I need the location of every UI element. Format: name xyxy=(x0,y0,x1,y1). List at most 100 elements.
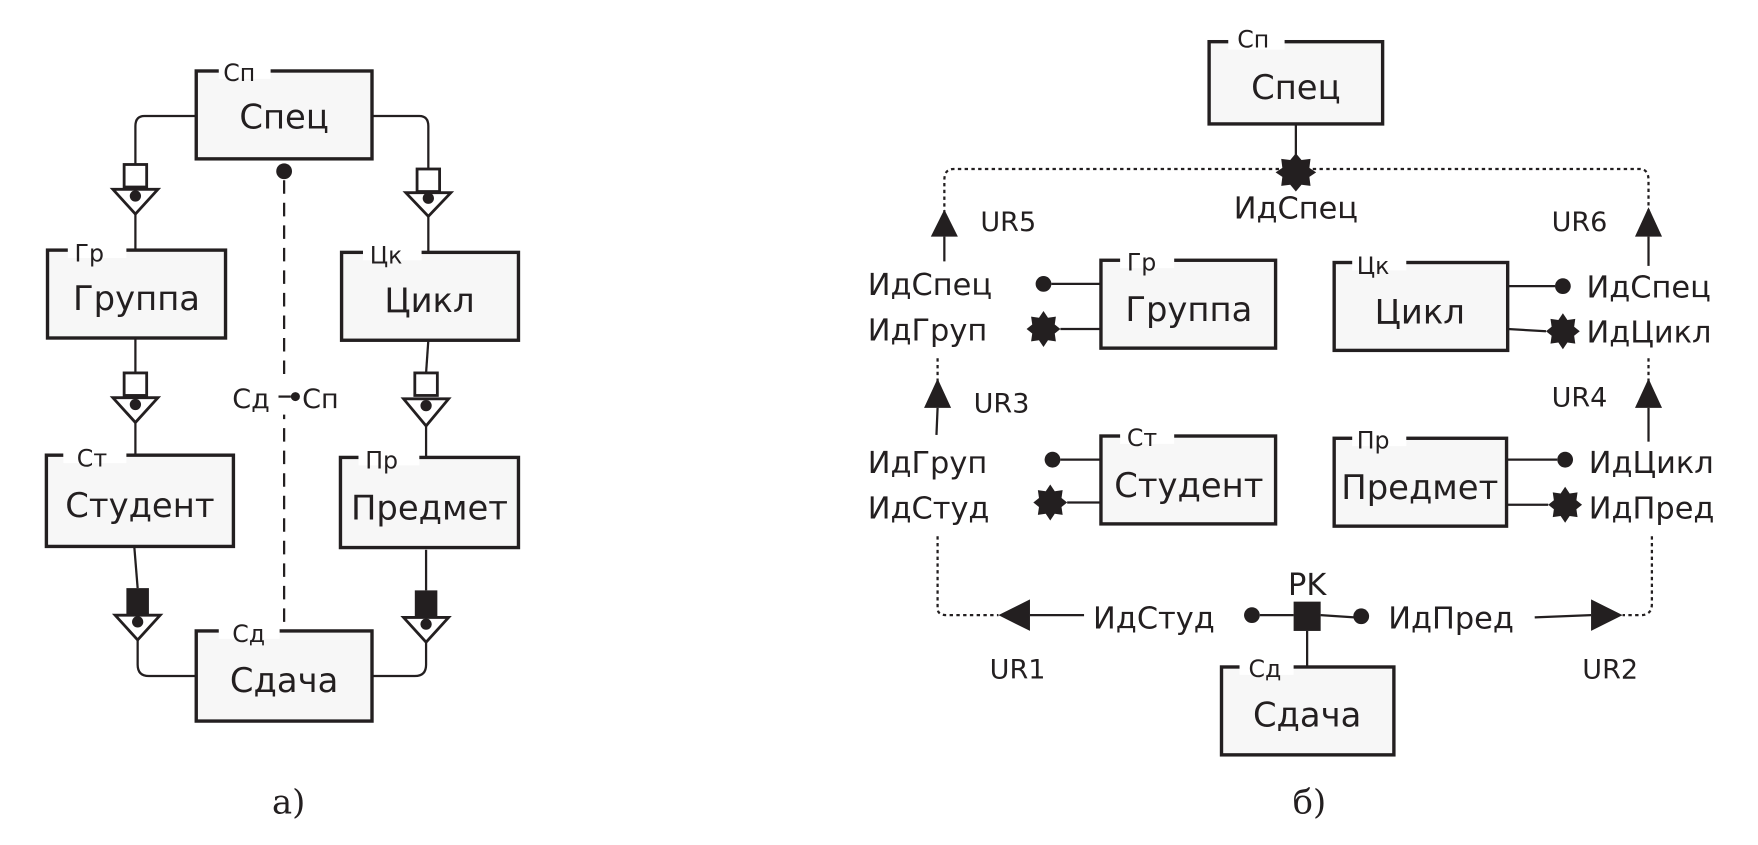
connector-exam-left xyxy=(136,639,197,678)
entity-tag: Цк xyxy=(1357,252,1390,280)
entity-group-b[interactable]: Гр Группа xyxy=(1099,248,1278,350)
connector-spec-cycle xyxy=(372,114,430,169)
link-symbol-group-student xyxy=(109,371,162,425)
attr-exam-subject: ИдПред xyxy=(1388,602,1514,637)
ur2-stem xyxy=(1534,614,1592,619)
entity-name: Студент xyxy=(65,486,214,525)
connector-cycle-subject xyxy=(424,340,430,374)
constraint-dot-icon xyxy=(276,163,293,180)
constraint-label-dot-icon xyxy=(290,392,300,402)
fk-dot-icon xyxy=(1557,451,1574,468)
entity-tag: Сп xyxy=(223,59,255,87)
link-symbol-cycle-subject xyxy=(400,371,452,429)
entity-name: Группа xyxy=(1125,290,1252,329)
entity-tag: Сд xyxy=(232,620,265,648)
caption-b: б) xyxy=(1293,782,1327,821)
fk-dot-icon xyxy=(1044,451,1061,468)
rule-ur5: UR5 xyxy=(980,207,1036,238)
entity-tag: Гр xyxy=(75,239,104,267)
ur5-arrow-icon xyxy=(930,209,958,237)
link-symbol-subject-exam xyxy=(400,590,452,645)
ur1-arrow-icon xyxy=(998,599,1030,631)
ur3-arrow-icon xyxy=(924,378,952,408)
entity-tag: Цк xyxy=(370,242,403,270)
key-star-icon-cycle xyxy=(1545,313,1580,350)
attr-student-fk: ИдГруп xyxy=(868,446,987,481)
entity-tag: Ст xyxy=(77,444,108,472)
entity-cycle-b[interactable]: Цк Цикл xyxy=(1332,252,1510,353)
dotted-link-ur6 xyxy=(1312,167,1650,210)
caption-a: а) xyxy=(272,782,305,821)
dotted-link-ur1 xyxy=(936,536,999,617)
entity-spec[interactable]: Сп Спец xyxy=(194,59,374,161)
attr-group-fk: ИдСпец xyxy=(868,268,992,303)
entity-name: Предмет xyxy=(1341,468,1498,507)
rule-ur1: UR1 xyxy=(990,654,1046,685)
pk-square-icon xyxy=(1293,601,1321,631)
entity-name: Группа xyxy=(73,279,200,318)
fk-dot-icon xyxy=(1353,608,1370,625)
connector-student-exam xyxy=(133,546,139,589)
key-star-icon-group xyxy=(1026,310,1061,348)
entity-name: Сдача xyxy=(1253,696,1361,735)
dotted-link-ur2 xyxy=(1622,536,1654,617)
link-symbol-spec-group xyxy=(109,163,162,217)
entity-name: Цикл xyxy=(1375,292,1465,331)
entity-tag: Пр xyxy=(1357,426,1390,454)
ur4-arrow-icon xyxy=(1634,378,1663,408)
dotted-link-ur5 xyxy=(943,167,1279,212)
entity-name: Спец xyxy=(1251,68,1341,107)
entity-tag: Сп xyxy=(1237,25,1269,53)
rule-ur6: UR6 xyxy=(1552,207,1608,238)
entity-student-b[interactable]: Ст Студент xyxy=(1099,424,1278,526)
entity-cycle[interactable]: Цк Цикл xyxy=(339,242,521,342)
entity-subject[interactable]: Пр Предмет xyxy=(338,447,521,550)
attr-subject-key: ИдПред xyxy=(1589,491,1715,526)
diagram-b: ИдСпец UR5 UR6 ИдСпец ИдГруп ИдСпец ИдЦи… xyxy=(868,25,1715,821)
fk-dot-icon xyxy=(1035,276,1052,292)
attr-spec-key: ИдСпец xyxy=(1234,192,1358,227)
link-symbol-spec-cycle xyxy=(402,167,455,219)
link-symbol-student-exam xyxy=(111,588,164,643)
key-star-icon-spec xyxy=(1275,153,1317,192)
entity-tag: Гр xyxy=(1127,248,1156,276)
entity-name: Сдача xyxy=(230,661,338,700)
key-star-icon-subject xyxy=(1548,486,1583,523)
rule-ur4: UR4 xyxy=(1552,383,1608,414)
entity-spec-b[interactable]: Сп Спец xyxy=(1207,25,1385,126)
connector-spec-group xyxy=(134,114,197,165)
attr-exam-student: ИдСтуд xyxy=(1093,602,1215,637)
fk-dot-icon xyxy=(1244,607,1260,624)
entity-name: Предмет xyxy=(351,488,508,527)
rule-ur2: UR2 xyxy=(1582,654,1638,685)
entity-group[interactable]: Гр Группа xyxy=(45,239,228,340)
entity-student[interactable]: Ст Студент xyxy=(44,444,236,549)
rule-ur3: UR3 xyxy=(974,388,1030,419)
entity-name: Спец xyxy=(239,97,328,136)
attr-group-key: ИдГруп xyxy=(868,313,987,348)
ur3-stem xyxy=(935,407,939,435)
constraint-label-right: Сп xyxy=(302,384,339,415)
ur6-arrow-icon xyxy=(1634,207,1663,237)
attr-cycle-key: ИдЦикл xyxy=(1587,316,1712,351)
attr-cycle-fk: ИдСпец xyxy=(1587,270,1711,305)
key-star-icon-student xyxy=(1033,484,1068,521)
diagram-a: Сд Сп xyxy=(44,59,521,821)
entity-name: Цикл xyxy=(384,281,474,320)
entity-subject-b[interactable]: Пр Предмет xyxy=(1332,426,1509,528)
attr-student-key: ИдСтуд xyxy=(868,491,990,526)
attr-connector xyxy=(1320,614,1355,619)
attr-connector xyxy=(1507,327,1547,333)
entity-tag: Ст xyxy=(1127,424,1158,452)
fk-dot-icon xyxy=(1555,278,1571,295)
connector-exam-right xyxy=(372,642,428,678)
pk-label: PK xyxy=(1288,568,1327,603)
ur2-arrow-icon xyxy=(1591,599,1623,631)
entity-tag: Пр xyxy=(365,447,398,475)
entity-name: Студент xyxy=(1114,466,1263,505)
attr-subject-fk: ИдЦикл xyxy=(1589,446,1714,481)
entity-tag: Сд xyxy=(1249,655,1282,683)
entity-exam-b[interactable]: Сд Сдача xyxy=(1219,655,1396,757)
entity-exam[interactable]: Сд Сдача xyxy=(194,620,374,723)
